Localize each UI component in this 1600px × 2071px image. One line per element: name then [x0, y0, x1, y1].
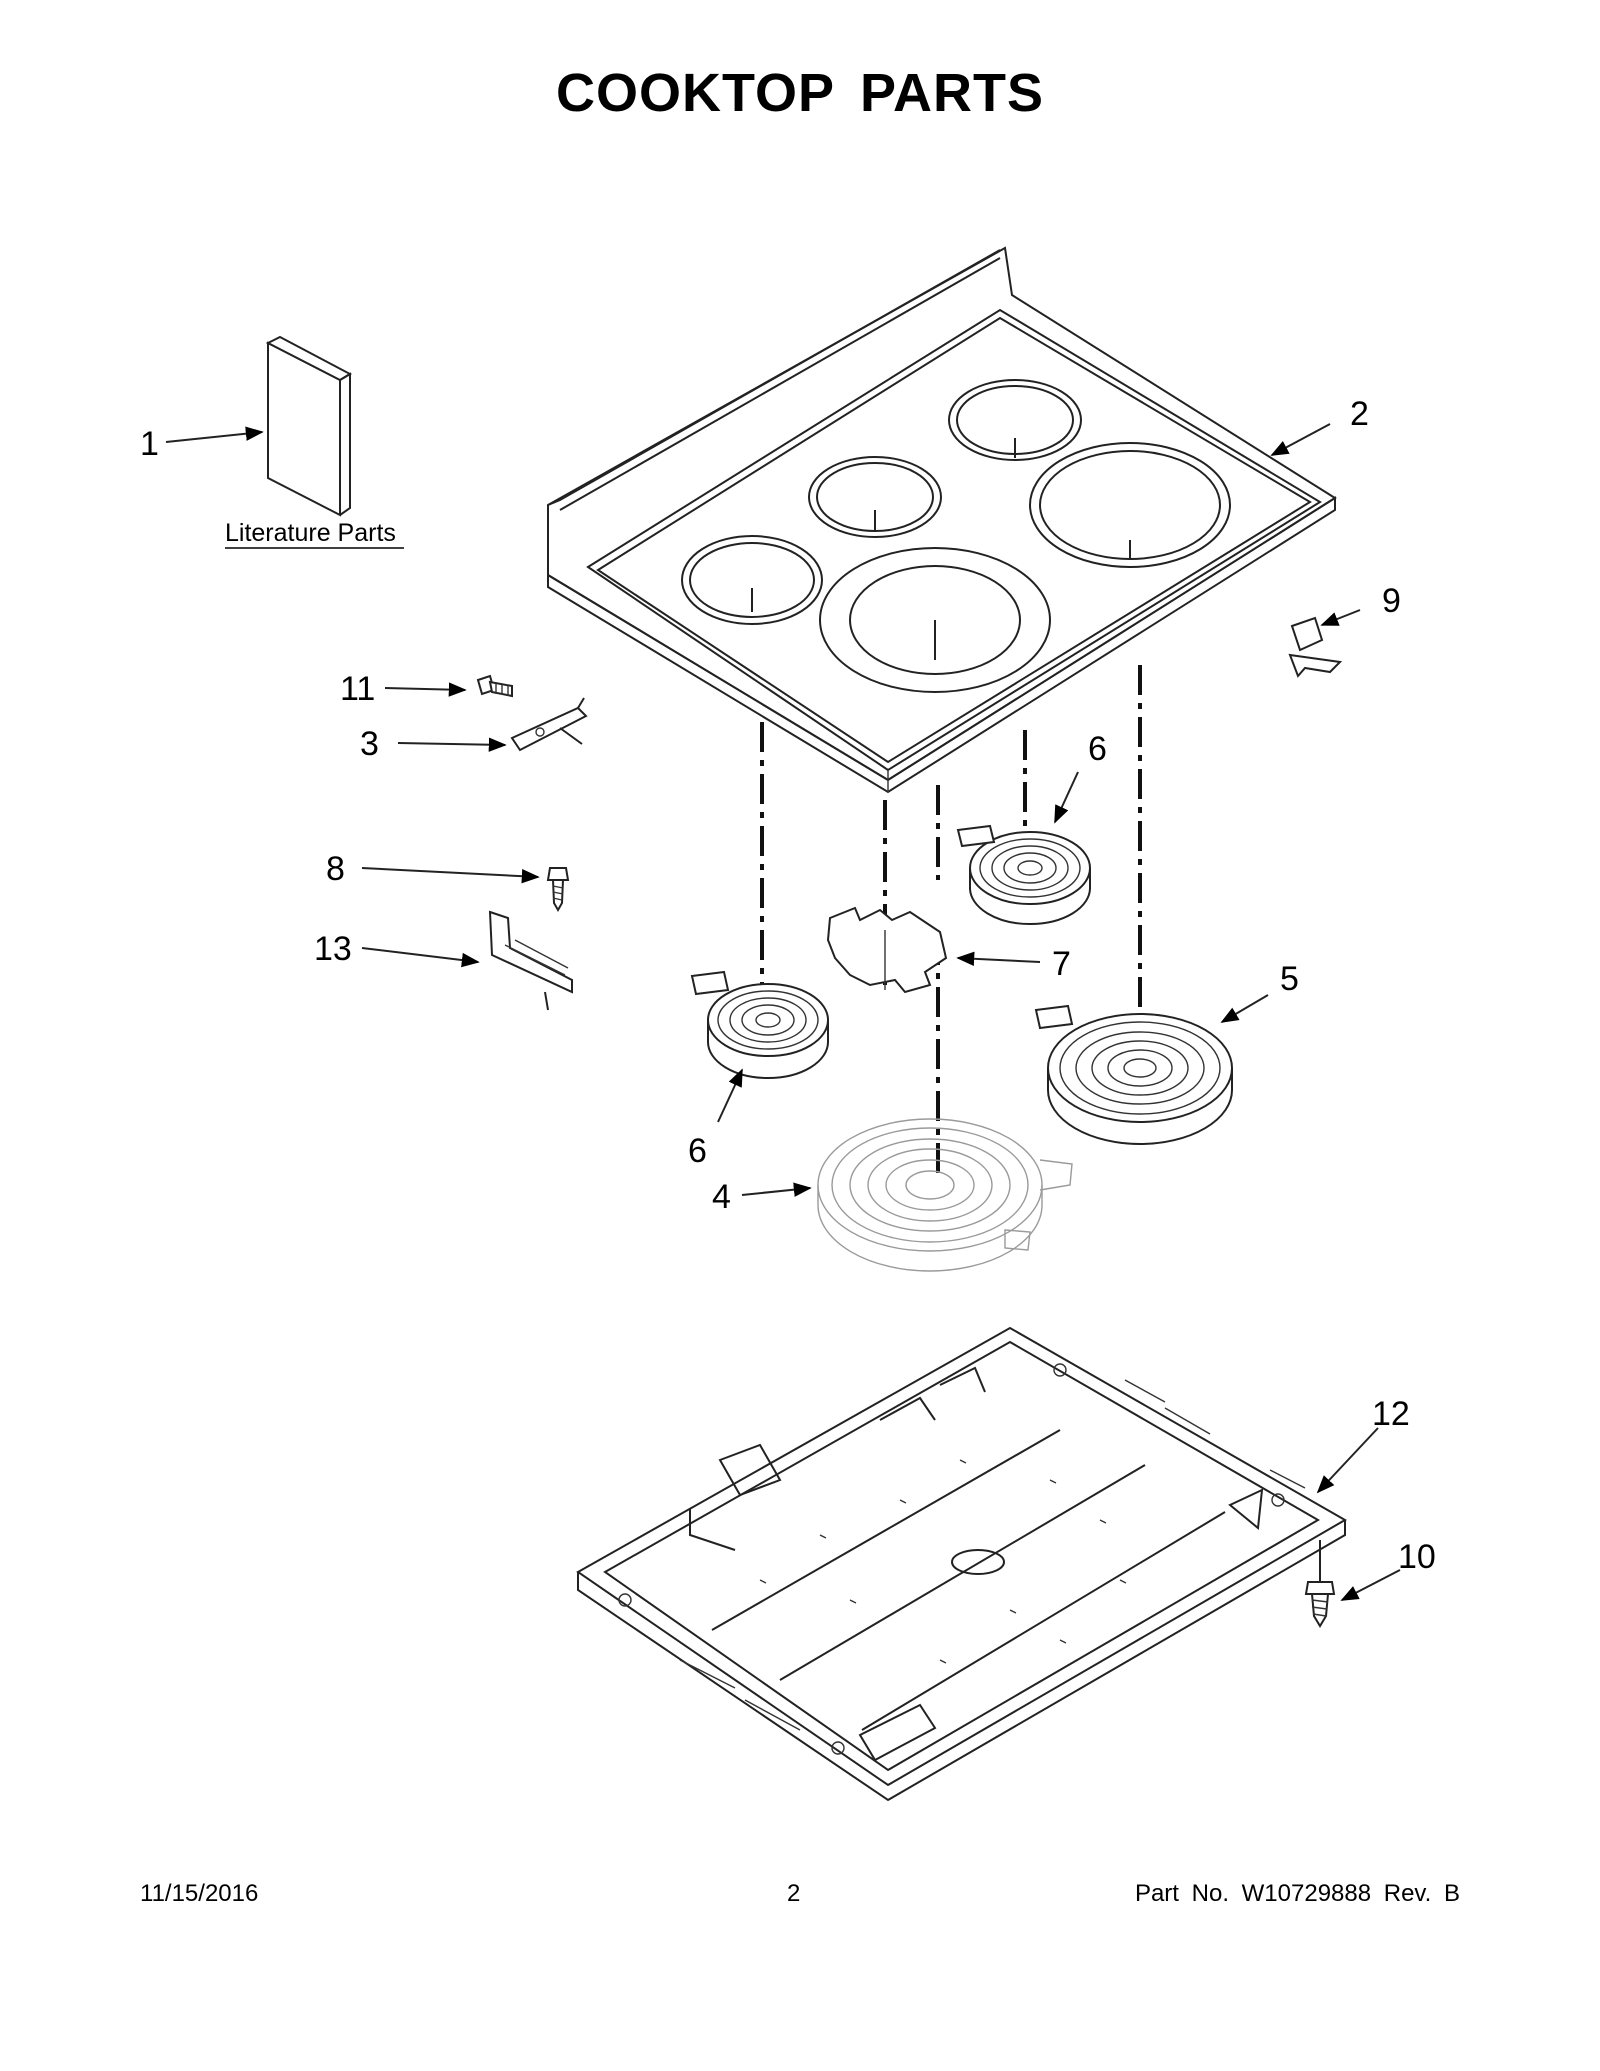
callout-12: 12 [1372, 1395, 1410, 1433]
callout-11: 11 [340, 670, 375, 708]
radiant-element-part-6-lower [690, 970, 829, 1079]
leader-8 [361, 867, 540, 884]
burner-box-part-12 [576, 1326, 1348, 1802]
callout-7: 7 [1052, 945, 1071, 983]
leader-2 [1270, 423, 1331, 456]
leader-9 [1320, 609, 1361, 626]
callout-1: 1 [140, 425, 159, 463]
callout-8: 8 [326, 850, 345, 888]
screw-part-11 [476, 674, 513, 698]
leader-6-lower [717, 1068, 743, 1123]
leader-1 [165, 426, 264, 443]
leader-10 [1340, 1569, 1401, 1601]
footer-page-number: 2 [787, 1880, 801, 1907]
leader-3 [397, 737, 507, 752]
footer-date: 11/15/2016 [140, 1880, 259, 1907]
callout-3: 3 [360, 725, 379, 763]
callout-13: 13 [314, 930, 352, 968]
callout-4: 4 [712, 1178, 731, 1216]
screw-part-10 [1304, 1540, 1336, 1628]
literature-parts-label: Literature Parts [225, 519, 396, 547]
clip-part-9 [1288, 616, 1343, 678]
leader-11 [384, 682, 467, 697]
radiant-element-part-6-upper [956, 824, 1091, 925]
bracket-part-3 [510, 697, 588, 752]
callout-6-lower: 6 [688, 1132, 707, 1170]
shield-part-7 [826, 906, 948, 994]
screw-part-8 [546, 867, 570, 913]
leader-13 [361, 947, 480, 968]
literature-parts-booklet [265, 335, 353, 517]
page-title: COOKTOP PARTS [555, 63, 1045, 123]
footer-part-number: Part No. W10729888 Rev. B [1134, 1880, 1460, 1907]
leader-7 [956, 951, 1041, 966]
leader-6-upper [1054, 771, 1079, 824]
callout-9: 9 [1382, 582, 1401, 620]
leader-5 [1220, 994, 1269, 1023]
radiant-element-part-4 [817, 1118, 1073, 1272]
bracket-part-13 [488, 910, 573, 1011]
leader-12 [1316, 1427, 1379, 1494]
callout-2: 2 [1350, 395, 1369, 433]
leader-4 [741, 1182, 812, 1197]
radiant-element-part-5 [1034, 1004, 1233, 1145]
cooktop-glass [547, 246, 1337, 794]
callout-5: 5 [1280, 960, 1299, 998]
callout-10: 10 [1398, 1538, 1436, 1576]
callout-6-upper: 6 [1088, 730, 1107, 768]
